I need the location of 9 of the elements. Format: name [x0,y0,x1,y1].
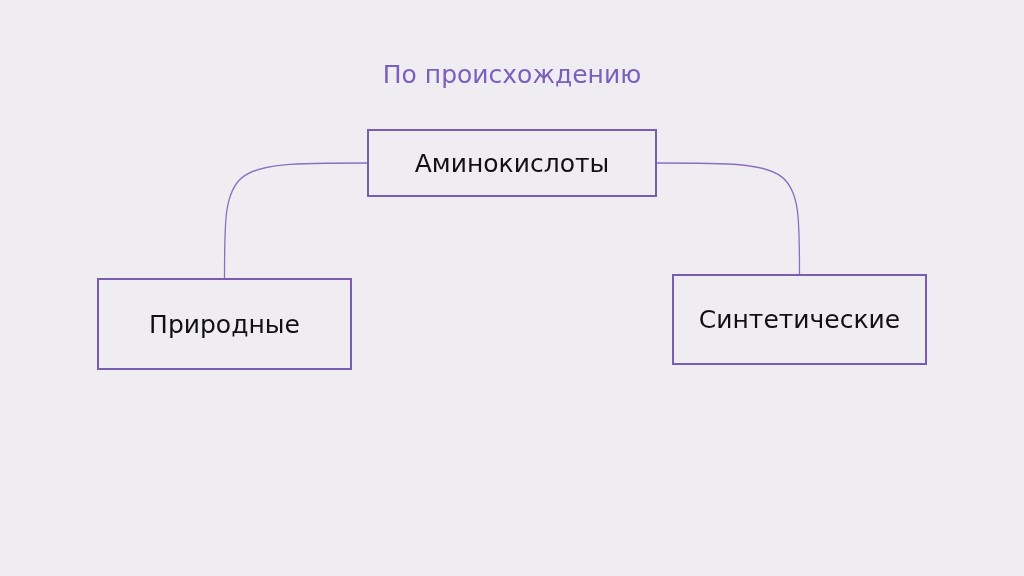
category-box [97,278,352,370]
node-label: Природные [149,309,300,339]
connector-line [223,162,368,279]
category-box [367,129,657,197]
node-label: Аминокислоты [414,148,610,178]
category-box [672,274,927,365]
node-label: Синтетические [698,305,901,334]
title: По происхождению [381,60,643,89]
connector-line [656,162,801,275]
